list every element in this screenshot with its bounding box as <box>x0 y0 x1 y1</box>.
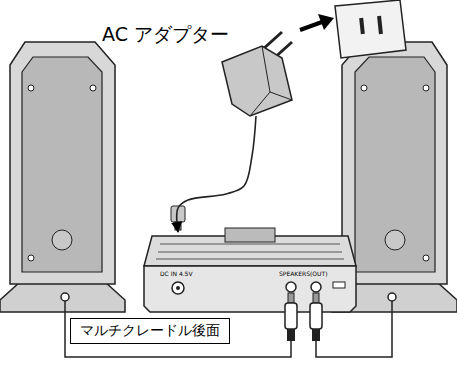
caption-box: マルチクレードル後面 <box>70 318 230 344</box>
rca-plug <box>310 303 322 329</box>
dc-plug <box>171 206 185 230</box>
plug-boot <box>287 329 295 341</box>
plug-body <box>171 206 185 222</box>
plug-tip <box>175 222 181 230</box>
screw <box>90 85 96 91</box>
outlet-plate <box>335 0 406 58</box>
speaker-base <box>0 282 125 312</box>
ac-adapter-illustration <box>222 32 292 116</box>
wall-outlet <box>335 0 406 58</box>
screw <box>423 85 429 91</box>
speaker-port <box>385 230 405 250</box>
speaker-back-panel <box>22 57 102 272</box>
speaker-cables <box>65 293 392 357</box>
plug-tip <box>288 293 294 303</box>
outlet-slot <box>359 18 365 34</box>
left-speaker <box>0 42 125 312</box>
cradle-rear-face <box>144 266 356 312</box>
speaker-jack <box>311 282 321 292</box>
speaker-jack <box>286 282 296 292</box>
part-label: AC アダプター <box>102 22 229 48</box>
usb-port <box>333 282 345 288</box>
speaker-wire <box>65 301 291 357</box>
cable-connector <box>177 116 256 232</box>
speaker-terminal <box>61 293 69 301</box>
cradle-grille <box>156 244 344 259</box>
screw <box>423 255 429 261</box>
speaker-wire <box>316 301 392 357</box>
adapter-edge <box>250 46 292 116</box>
outlet-slot <box>377 16 383 34</box>
screw <box>28 255 34 261</box>
speaker-body <box>10 42 115 284</box>
speaker-terminal <box>388 293 396 301</box>
ac-adapter: AC アダプター <box>220 50 292 116</box>
screw <box>28 85 34 91</box>
arrow-head <box>318 14 334 30</box>
speaker-port <box>52 230 72 250</box>
dc-jack-pin <box>176 286 180 290</box>
speaker-back-panel <box>355 57 435 272</box>
multi-cradle <box>144 228 356 312</box>
cradle-slot <box>225 228 275 242</box>
speaker-body <box>342 42 447 284</box>
panel-marking: SPEAKERS(OUT) <box>279 271 328 277</box>
plug-tip <box>313 293 319 303</box>
plug-arrow <box>300 14 334 30</box>
plug-boot <box>312 329 320 341</box>
adapter-body <box>222 46 292 116</box>
arrow-shaft <box>300 22 322 30</box>
dc-jack <box>172 282 184 294</box>
screw <box>361 85 367 91</box>
panel-marking: DC IN 4.5V <box>160 271 193 277</box>
rca-plug <box>285 303 297 329</box>
